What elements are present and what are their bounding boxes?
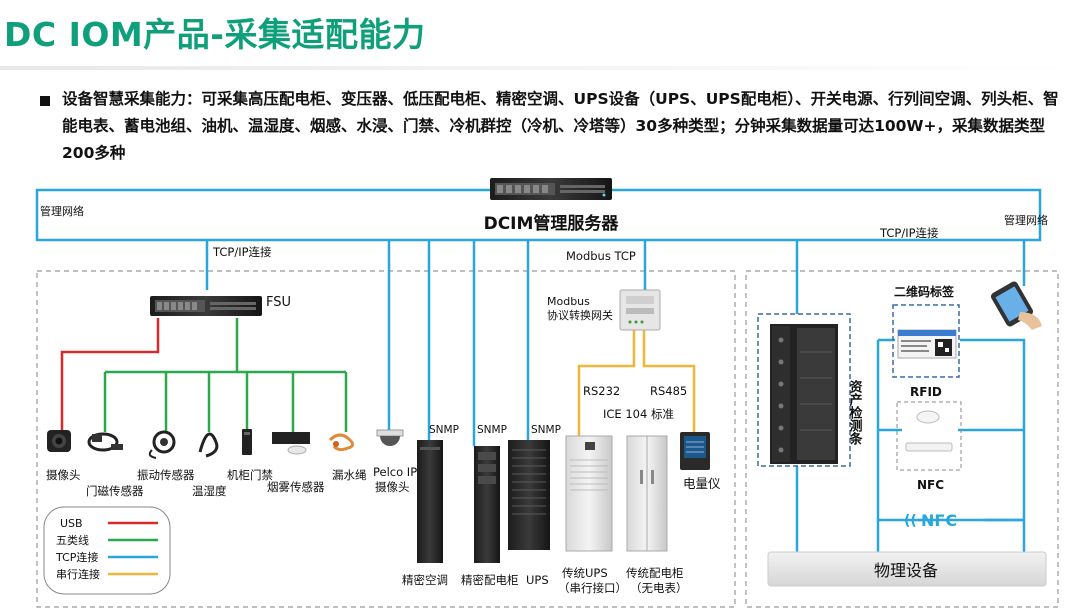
legend-tcp: TCP连接 bbox=[55, 551, 158, 564]
legend-cat5: 五类线 bbox=[56, 533, 158, 547]
svg-text:串行连接: 串行连接 bbox=[56, 568, 100, 581]
right-tcp-label: TCP/IP连接 bbox=[879, 226, 939, 240]
sensor-label-cabinet-access: 机柜门禁 bbox=[227, 468, 273, 482]
camera-icon bbox=[47, 430, 71, 452]
modbus-gateway-icon bbox=[619, 289, 661, 331]
header-divider bbox=[0, 66, 1080, 70]
svg-text:NFC: NFC bbox=[921, 511, 957, 530]
svg-text:TCP连接: TCP连接 bbox=[55, 551, 98, 564]
cabinet-access-icon bbox=[242, 429, 252, 455]
door-sensor-icon bbox=[87, 432, 123, 452]
nfc-logo: ((· NFC bbox=[904, 511, 957, 530]
precision-ac-label: 精密空调 bbox=[402, 573, 448, 587]
fsu-tcp-label: TCP/IP连接 bbox=[212, 245, 272, 259]
svg-text:五类线: 五类线 bbox=[56, 533, 89, 547]
sensor-label-vibration: 振动传感器 bbox=[137, 468, 195, 482]
right-zone-frame bbox=[745, 270, 1059, 608]
slide-title: DC IOM产品-采集适配能力 bbox=[4, 15, 426, 54]
sensor-label-smoke: 烟雾传感器 bbox=[267, 480, 325, 494]
asset-strip-rack-icon bbox=[770, 324, 838, 464]
dcim-server-label: DCIM管理服务器 bbox=[484, 213, 620, 234]
asset-strip-frame bbox=[757, 313, 851, 467]
snmp-label-ac: SNMP bbox=[429, 424, 459, 436]
smartphone-icon bbox=[990, 281, 1042, 330]
precision-cabinet-label: 精密配电柜 bbox=[461, 573, 519, 587]
physical-device-label: 物理设备 bbox=[874, 561, 938, 580]
nfc-label: NFC bbox=[917, 478, 944, 492]
snmp-label-cabinet: SNMP bbox=[477, 424, 507, 436]
tcp-network-lines bbox=[35, 188, 1042, 552]
serial-lines bbox=[577, 330, 696, 436]
svg-text:资产检测条: 资产检测条 bbox=[847, 379, 863, 446]
pelco-camera-icon bbox=[376, 429, 404, 446]
right-network-label: 管理网络 bbox=[1004, 213, 1048, 227]
fsu-icon bbox=[150, 296, 262, 316]
traditional-ups-icon bbox=[565, 435, 613, 552]
trad-cabinet-label-line1: 传统配电柜 bbox=[626, 566, 684, 580]
legend-usb: USB bbox=[60, 517, 158, 530]
sensor-label-temp: 温湿度 bbox=[192, 484, 227, 498]
usb-line bbox=[60, 318, 160, 430]
left-network-label: 管理网络 bbox=[40, 204, 84, 218]
vibration-sensor-icon bbox=[148, 430, 176, 459]
legend-box bbox=[43, 506, 171, 595]
fsu-label: FSU bbox=[266, 295, 291, 310]
ups-label: UPS bbox=[526, 573, 549, 587]
water-leak-rope-icon bbox=[328, 433, 355, 452]
asset-strip-label: 资产检测条 bbox=[847, 379, 863, 446]
pelco-label-line1: Pelco IP bbox=[373, 465, 417, 479]
qr-tag-icon bbox=[897, 329, 957, 359]
gateway-label-line1: Modbus bbox=[547, 295, 590, 308]
nfc-tag-frame bbox=[896, 401, 962, 471]
rfid-label: RFID bbox=[910, 385, 942, 399]
sensor-label-door: 门磁传感器 bbox=[86, 484, 144, 498]
rs485-label: RS485 bbox=[650, 384, 687, 398]
modbus-tcp-label: Modbus TCP bbox=[566, 249, 636, 263]
svg-text:USB: USB bbox=[60, 517, 83, 530]
gateway-label-line2: 协议转换网关 bbox=[547, 308, 613, 322]
pelco-label-line2: 摄像头 bbox=[375, 480, 410, 494]
sensor-label-leak: 漏水绳 bbox=[332, 468, 367, 482]
smoke-sensor-icon bbox=[272, 432, 310, 455]
temp-humidity-icon bbox=[198, 432, 219, 458]
meter-label: 电量仪 bbox=[683, 476, 721, 491]
physical-device-bar bbox=[767, 551, 1047, 587]
qr-tag-frame bbox=[892, 304, 960, 378]
trad-ups-label-line2: （串行接口） bbox=[558, 581, 627, 595]
cat5-lines bbox=[103, 318, 348, 432]
trad-cabinet-label-line2: （无电表） bbox=[630, 581, 688, 595]
bullet-marker bbox=[40, 96, 50, 106]
traditional-cabinet-icon bbox=[626, 435, 668, 552]
power-meter-icon bbox=[680, 432, 710, 470]
legend-serial: 串行连接 bbox=[56, 568, 158, 581]
svg-text:((·: ((· bbox=[904, 513, 922, 529]
nfc-tag-icon bbox=[905, 410, 953, 452]
ups-rack-icon bbox=[508, 440, 550, 550]
ice104-label: ICE 104 标准 bbox=[603, 407, 674, 421]
capability-description: 设备智慧采集能力：可采集高压配电柜、变压器、低压配电柜、精密空调、UPS设备（U… bbox=[62, 90, 1059, 162]
precision-cabinet-icon bbox=[474, 446, 500, 563]
rs232-label: RS232 bbox=[583, 384, 620, 398]
sensor-label-camera: 摄像头 bbox=[46, 468, 81, 482]
left-zone-frame bbox=[36, 270, 736, 608]
qr-label: 二维码标签 bbox=[894, 284, 955, 299]
snmp-label-ups: SNMP bbox=[531, 424, 561, 436]
precision-ac-icon bbox=[417, 440, 443, 563]
trad-ups-label-line1: 传统UPS bbox=[562, 566, 608, 580]
dcim-server-icon bbox=[490, 178, 612, 200]
